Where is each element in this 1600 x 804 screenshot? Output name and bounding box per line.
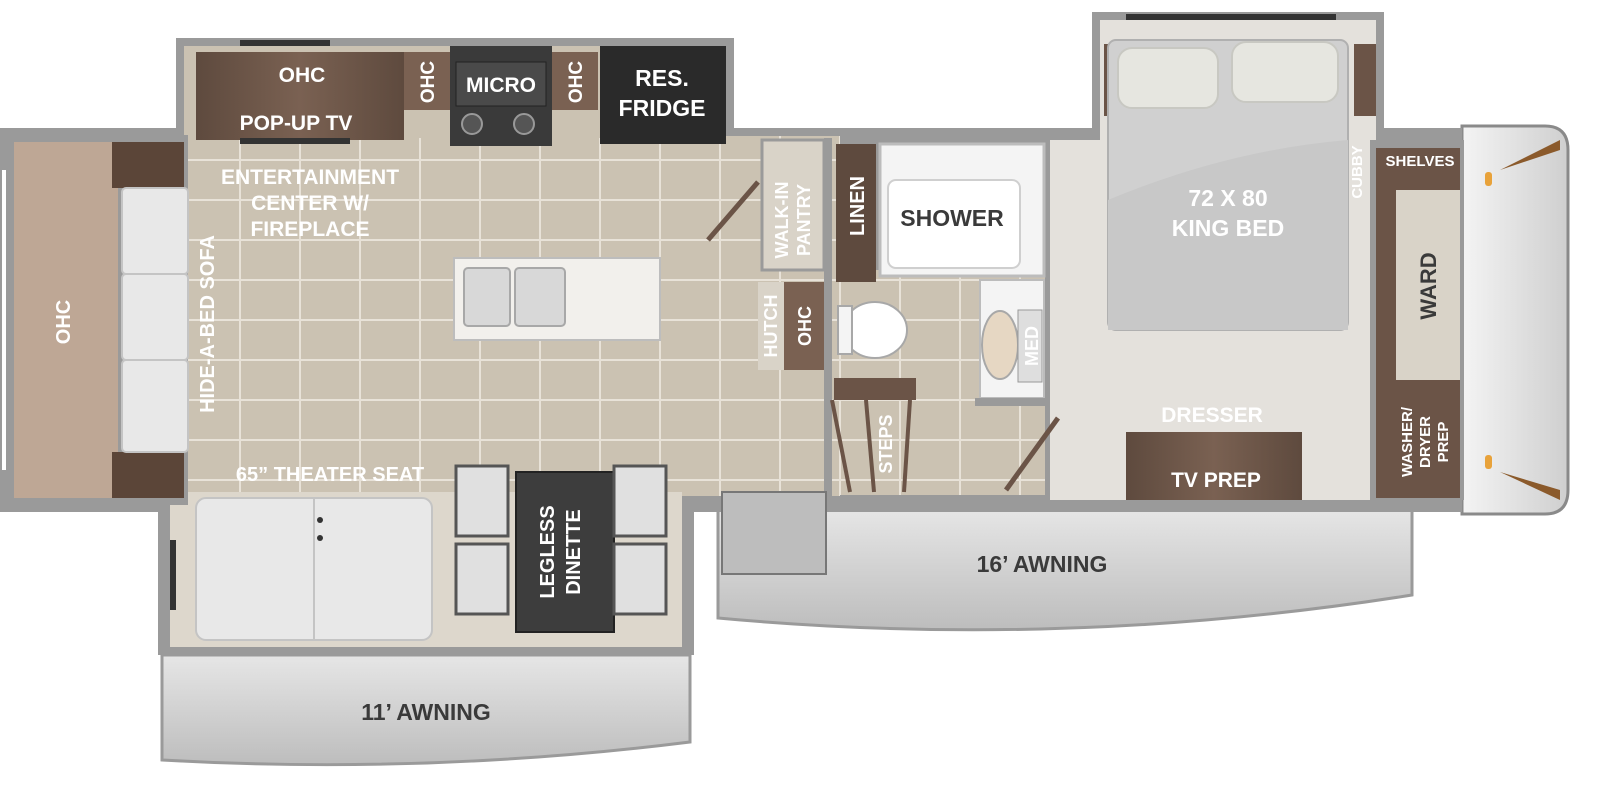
bedroom-door <box>1003 416 1061 492</box>
washer-label-line1: WASHER/ <box>1399 406 1416 477</box>
fridge-label-line1: RES. <box>635 65 689 91</box>
fridge <box>600 46 726 144</box>
shower-label: SHOWER <box>900 205 1004 231</box>
ohc-slide-label: OHC <box>53 300 75 344</box>
dresser-cabinet <box>1126 432 1302 500</box>
awning-16-label: 16’ AWNING <box>977 551 1108 577</box>
awning-11ft <box>160 653 692 767</box>
dinette-chair-1 <box>454 464 510 538</box>
bath-sink <box>981 310 1019 380</box>
bed-nightstand-right <box>1354 44 1376 116</box>
rear-ohc-shade <box>14 142 118 498</box>
dinette-label-line2: DINETTE <box>563 509 585 595</box>
bed-blanket <box>1108 140 1348 330</box>
med-label: MED <box>1022 326 1042 366</box>
marker-light-top <box>1485 172 1492 186</box>
entry-steps <box>834 378 916 400</box>
bath-wall-left <box>824 138 832 498</box>
theater-seat-label: 65” THEATER SEAT <box>236 464 424 486</box>
pillow-right <box>1231 41 1339 103</box>
ohc-kitchen-cabinet <box>196 52 404 140</box>
bed-label-line2: KING BED <box>1172 215 1284 241</box>
step-rail-1 <box>830 399 852 493</box>
dinette-label-line1: LEGLESS <box>537 505 559 598</box>
pantry-door <box>706 180 760 242</box>
linen-label: LINEN <box>847 176 869 236</box>
shelves-cabinet <box>1376 148 1460 190</box>
ohc-right-micro-cabinet <box>552 52 598 110</box>
window-bedroom <box>1126 14 1336 20</box>
hutch-label: HUTCH <box>761 295 781 358</box>
dinette-chair-3 <box>612 464 668 538</box>
window-slide <box>170 540 176 610</box>
hutch <box>758 282 784 370</box>
sofa-cushion-3 <box>121 359 189 453</box>
front-cap <box>1460 124 1570 516</box>
burner-1 <box>461 113 483 135</box>
walk-in-label-line2: PANTRY <box>794 184 814 256</box>
dinette-table <box>515 471 615 633</box>
microwave-face <box>455 61 547 107</box>
window-rear <box>2 170 6 470</box>
tv-bar <box>240 138 350 144</box>
washer-dryer-cabinet <box>1376 380 1460 498</box>
micro-label: MICRO <box>466 74 536 97</box>
dinette-chair-4 <box>612 542 668 616</box>
med-cabinet <box>1017 309 1043 383</box>
dresser-label: DRESSER <box>1161 404 1263 427</box>
awning-11-label: 11’ AWNING <box>361 699 491 725</box>
sink-left <box>463 267 511 327</box>
hide-a-bed-label: HIDE-A-BED SOFA <box>197 235 219 413</box>
step-rail-3 <box>902 399 912 493</box>
cupholder-2 <box>317 535 323 541</box>
washer-label-line2: DRYER <box>1417 416 1434 468</box>
sink-right <box>514 267 566 327</box>
ohc-left-micro-cabinet <box>404 52 450 110</box>
shower-pan <box>887 179 1021 269</box>
fridge-label-line2: FRIDGE <box>619 95 706 121</box>
sofa-arm-bottom <box>112 452 184 498</box>
ward-label: WARD <box>1416 252 1441 319</box>
shelves-label: SHELVES <box>1386 153 1455 170</box>
sofa-cushion-1 <box>121 187 189 275</box>
sofa-arm-top <box>112 142 184 188</box>
steps-label: STEPS <box>876 414 896 473</box>
linen-cabinet <box>836 144 876 282</box>
pillow-left <box>1117 47 1219 109</box>
bed-label-line1: 72 X 80 <box>1188 185 1267 211</box>
cupholder-1 <box>317 517 323 523</box>
step-rail-2 <box>864 399 876 493</box>
marker-light-bottom <box>1485 455 1492 469</box>
walk-in-label-line1: WALK-IN <box>772 182 792 259</box>
dinette-chair-2 <box>454 542 510 616</box>
ohc-right-micro-label: OHC <box>566 61 587 104</box>
sofa-cushion-2 <box>121 273 189 361</box>
cap-stripe-top <box>1500 140 1560 170</box>
ohc-kitchen-label: OHC <box>279 64 326 87</box>
popup-tv-label: POP-UP TV <box>240 112 353 135</box>
cubby-cabinet <box>1376 190 1396 380</box>
entry-door-step <box>721 491 827 575</box>
ent-center-line3: FIREPLACE <box>250 218 369 241</box>
ohc-hutch-label: OHC <box>795 306 815 346</box>
cubby-label: CUBBY <box>1349 145 1366 198</box>
bath-wall-bottom <box>975 398 1050 406</box>
toilet-tank <box>837 305 853 355</box>
burner-2 <box>513 113 535 135</box>
cap-stripe-bottom <box>1500 472 1560 500</box>
washer-label-line3: PREP <box>1435 422 1452 463</box>
ohc-hutch-cabinet <box>784 282 824 370</box>
tv-prep-label: TV PREP <box>1171 469 1261 492</box>
ohc-left-micro-label: OHC <box>418 61 439 104</box>
ent-center-line1: ENTERTAINMENT <box>221 166 399 189</box>
ent-center-line2: CENTER W/ <box>251 192 369 215</box>
wardrobe <box>1396 190 1460 380</box>
window-kitchen <box>240 40 330 46</box>
awning-16ft <box>716 506 1414 632</box>
